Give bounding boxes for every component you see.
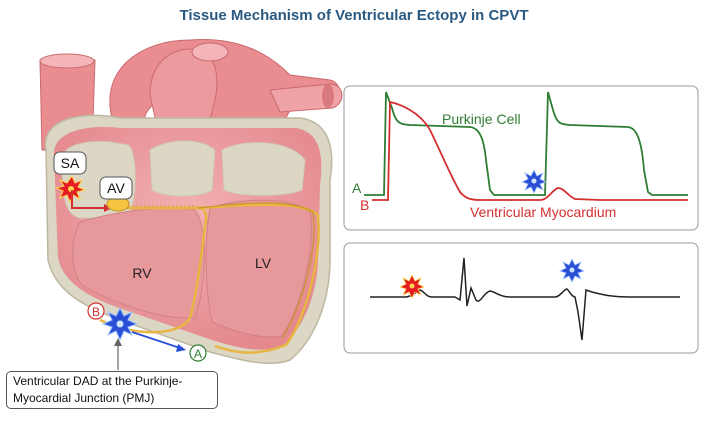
ecg-panel: [343, 242, 699, 354]
callout-pointer-head: [114, 338, 122, 346]
rv-label: RV: [132, 265, 152, 281]
diagram-title: Tissue Mechanism of Ventricular Ectopy i…: [179, 7, 529, 24]
svg-text:AV: AV: [107, 180, 125, 196]
svg-text:B: B: [92, 305, 100, 319]
av-label-box: AV: [99, 176, 133, 200]
callout-line-2: Myocardial Junction (PMJ): [13, 391, 155, 405]
marker-b: B: [87, 302, 105, 320]
myocardium-trace: [372, 100, 688, 201]
lv-label: LV: [255, 255, 272, 271]
purkinje-label: Purkinje Cell: [442, 111, 521, 127]
dad-star-icon: [101, 306, 139, 342]
svg-text:SA: SA: [61, 155, 80, 171]
ecg-second-star-icon: [558, 258, 586, 283]
trace-b-label: B: [360, 197, 369, 213]
trace-a-label: A: [352, 180, 362, 196]
svg-text:A: A: [194, 347, 202, 361]
action-potential-panel: [343, 85, 699, 231]
dad-to-a-arrow: [131, 331, 181, 349]
sa-to-av-arrow: [71, 190, 104, 209]
callout-line-1: Ventricular DAD at the Purkinje-: [13, 374, 183, 388]
purkinje-trace: [364, 91, 688, 196]
ap-star-icon: [520, 169, 548, 194]
myocardium-label: Ventricular Myocardium: [470, 204, 616, 220]
sa-node: SA: [53, 151, 87, 175]
marker-a: A: [189, 344, 207, 362]
left-atrium-septum: [149, 140, 216, 197]
pmj-callout: Ventricular DAD at the Purkinje- Myocard…: [6, 371, 218, 409]
sa-to-av-arrowhead: [104, 204, 112, 212]
ecg-trace: [370, 257, 680, 341]
ecg-first-star-icon: [398, 274, 426, 299]
dad-to-a-arrowhead: [176, 344, 186, 352]
left-ventricle-chamber: [205, 199, 312, 338]
left-atrium: [221, 142, 306, 196]
conduction-system: [99, 202, 320, 354]
